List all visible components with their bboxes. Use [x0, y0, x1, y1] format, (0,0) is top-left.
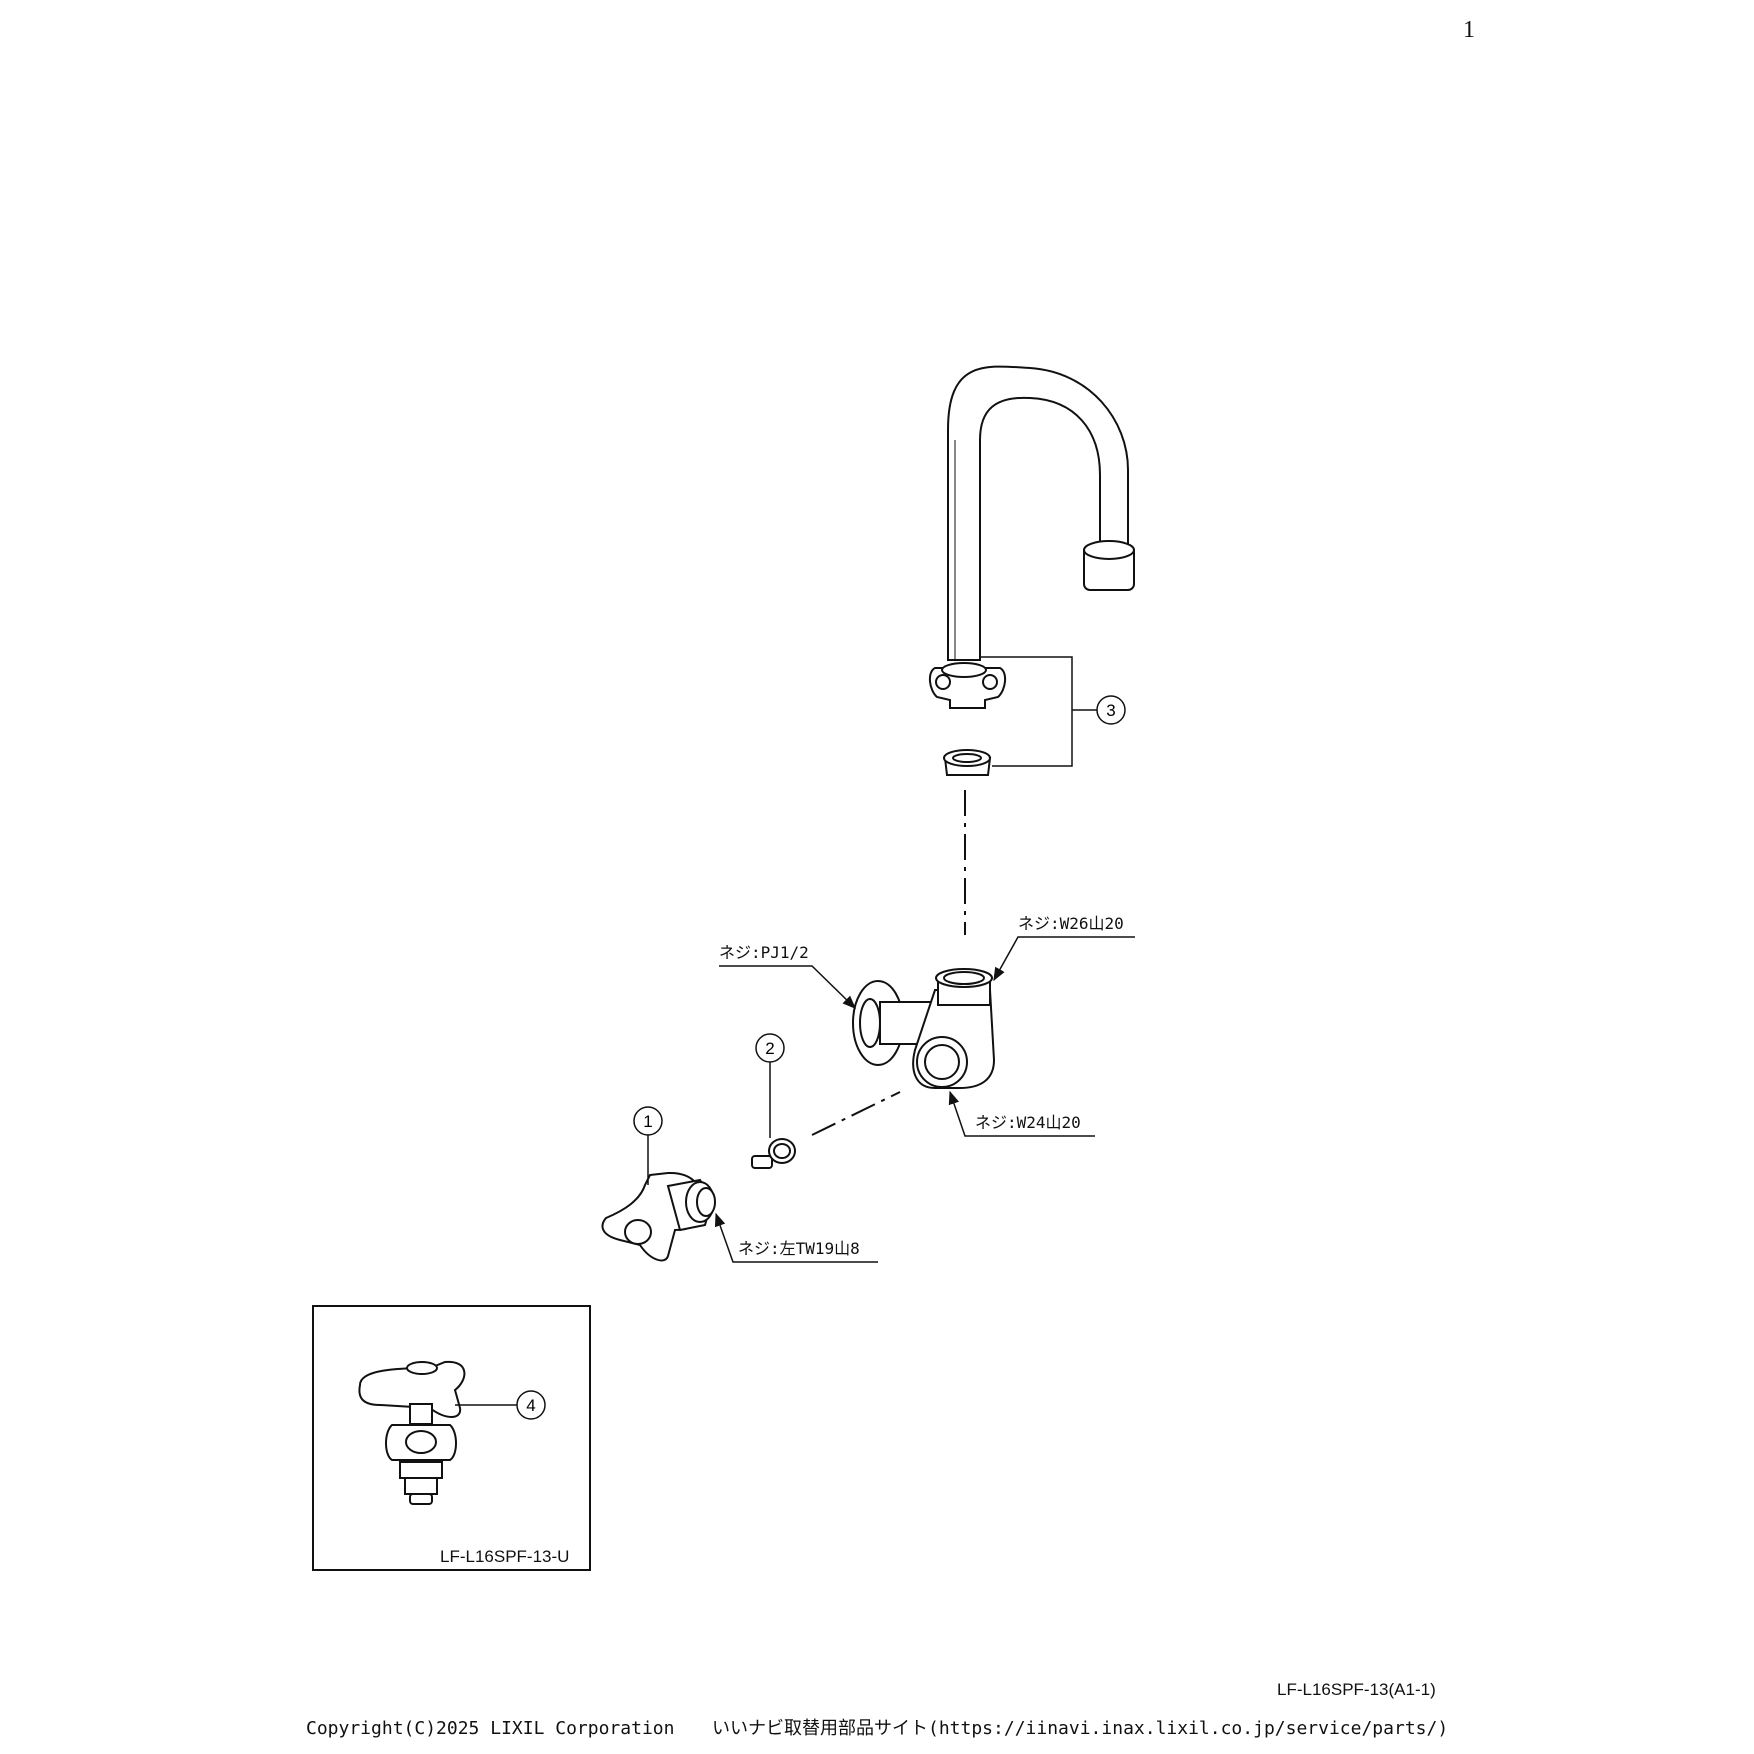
- inset-frame: [312, 1305, 591, 1571]
- faucet-body-drawing: [852, 968, 996, 1089]
- part-2-circle: [755, 1033, 785, 1063]
- footer-copyright: Copyright(C)2025 LIXIL Corporation: [306, 1718, 675, 1739]
- drawing-code: LF-L16SPF-13(A1-1): [1277, 1680, 1436, 1699]
- part-1-circle: [633, 1106, 663, 1136]
- part-3-bracket: [980, 656, 1073, 767]
- part-2-center-line: [811, 1091, 901, 1136]
- spout-nut-drawing: [929, 662, 1006, 776]
- thread-leaders: [714, 936, 1135, 1263]
- part-3-circle: [1096, 695, 1126, 725]
- part-callouts: 1 2 3 4: [516, 695, 1126, 1420]
- part-2-drawing: [751, 1138, 796, 1169]
- part-2-number: 2: [765, 1039, 774, 1058]
- spout-drawing: [947, 365, 1135, 661]
- inset-product-code: LF-L16SPF-13-U: [440, 1547, 570, 1566]
- part-1-drawing: [601, 1171, 716, 1262]
- part-4-number: 4: [526, 1396, 535, 1415]
- thread-label-spindle-port: ネジ:W24山20: [975, 1113, 1081, 1132]
- part-4-drawing: [358, 1360, 466, 1505]
- part-1-number: 1: [643, 1112, 652, 1131]
- page-number: 1: [1463, 17, 1475, 43]
- footer-site: いいナビ取替用部品サイト(https://iinavi.inax.lixil.c…: [712, 1718, 1449, 1739]
- thread-label-outlet: ネジ:W26山20: [1018, 914, 1124, 933]
- thread-label-wall: ネジ:PJ1/2: [719, 943, 809, 962]
- thread-label-handle: ネジ:左TW19山8: [738, 1239, 860, 1258]
- part-3-number: 3: [1106, 701, 1115, 720]
